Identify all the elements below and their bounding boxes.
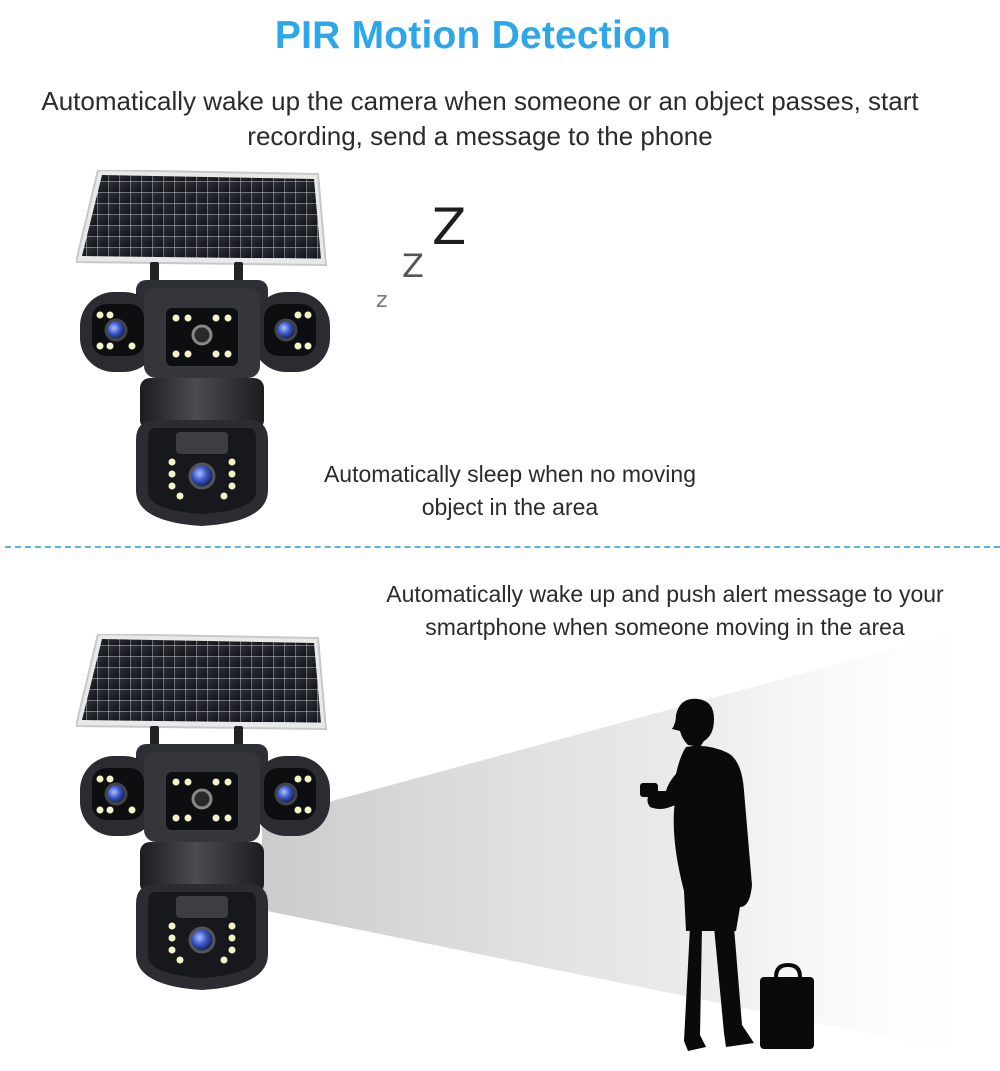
sleep-caption: Automatically sleep when no moving objec… bbox=[323, 461, 697, 520]
solar-ptz-camera-icon bbox=[76, 170, 332, 528]
detection-beam bbox=[262, 630, 1000, 1060]
zzz-icon-medium: Z bbox=[402, 247, 424, 285]
person-silhouette-icon bbox=[640, 698, 814, 1051]
zzz-icon-small: z bbox=[376, 288, 388, 313]
solar-ptz-camera-icon bbox=[76, 634, 332, 992]
section-divider bbox=[5, 546, 1000, 548]
page-title: PIR Motion Detection bbox=[274, 14, 672, 57]
intro-text: Automatically wake up the camera when so… bbox=[41, 86, 919, 151]
zzz-icon-large: Z bbox=[432, 198, 467, 256]
wake-caption: Automatically wake up and push alert mes… bbox=[386, 581, 944, 640]
